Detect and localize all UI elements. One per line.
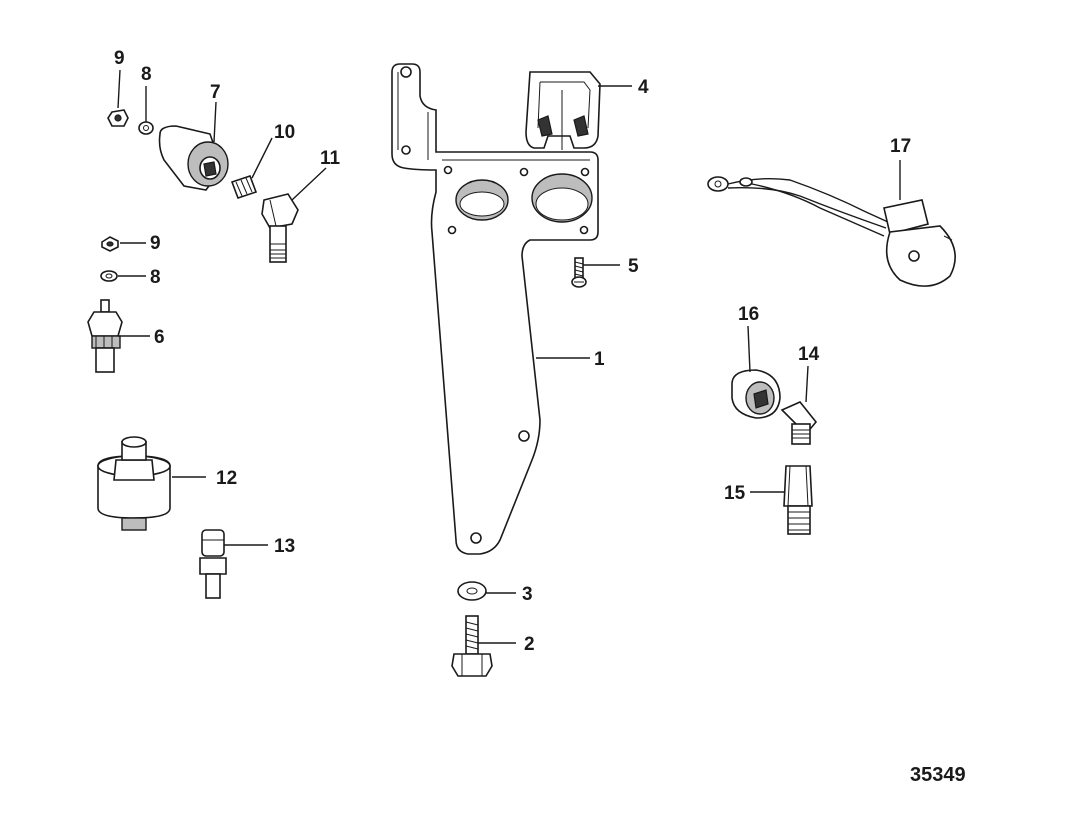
adapter-part-15: [783, 465, 813, 535]
solenoid-part-7: [158, 125, 229, 191]
bracket-part: [391, 63, 599, 555]
washer-part-3: [457, 581, 487, 601]
callout-labels: 9 8 7 10 11 9 8 6 12 13 4 5 1 3 2 17 16 …: [114, 48, 911, 655]
washer-part-8-top: [138, 121, 154, 135]
harness-part-17: [707, 176, 956, 287]
sender-part-16: [731, 369, 781, 419]
callout-8-top: 8: [141, 64, 152, 85]
callout-8-mid: 8: [150, 267, 161, 288]
callout-14: 14: [798, 344, 820, 365]
screw-part-5: [571, 257, 587, 288]
sender-part-6: [87, 299, 123, 373]
fitting-part-11: [261, 193, 299, 263]
callout-2: 2: [524, 634, 535, 655]
bolt-part-2: [451, 615, 493, 677]
callout-4: 4: [638, 77, 649, 98]
callout-9-mid: 9: [150, 233, 161, 254]
callout-15: 15: [724, 483, 746, 504]
callout-1: 1: [594, 349, 605, 370]
fitting-part-14: [780, 401, 818, 445]
clip-part: [525, 71, 601, 150]
callout-12: 12: [216, 468, 237, 489]
nut-part-9-mid: [101, 236, 119, 252]
callout-11: 11: [320, 148, 341, 169]
callout-16: 16: [738, 304, 759, 325]
figure-number: 35349: [910, 764, 966, 786]
sensor-part-13: [199, 529, 227, 599]
callout-5: 5: [628, 256, 639, 277]
callout-10: 10: [274, 122, 295, 143]
nut-part-9-top: [107, 109, 129, 127]
callout-6: 6: [154, 327, 165, 348]
callout-3: 3: [522, 584, 533, 605]
sensor-part-12: [97, 436, 171, 531]
callout-9-top: 9: [114, 48, 125, 69]
washer-part-8-mid: [100, 270, 118, 282]
callout-17: 17: [890, 136, 911, 157]
callout-13: 13: [274, 536, 295, 557]
callout-7: 7: [210, 82, 221, 103]
fitting-part-10: [230, 174, 258, 200]
leader-lines: [117, 69, 901, 644]
